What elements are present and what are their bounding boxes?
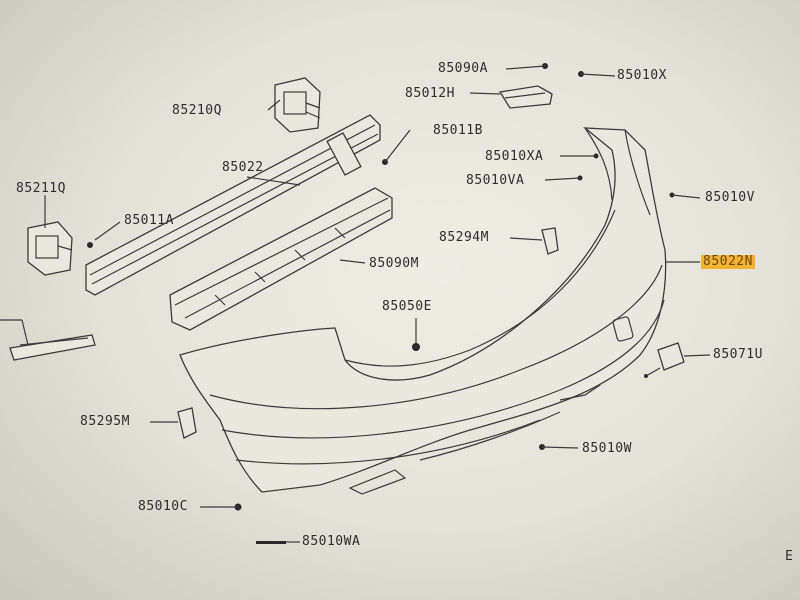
label-85295m[interactable]: 85295M	[80, 414, 130, 429]
label-85010wa[interactable]: 85010WA	[302, 534, 361, 549]
label-85010va[interactable]: 85010VA	[466, 173, 525, 188]
label-85211q[interactable]: 85211Q	[16, 181, 66, 196]
bracket-85210q[interactable]	[274, 77, 321, 133]
energy-absorber[interactable]	[169, 187, 393, 331]
label-85294m[interactable]: 85294M	[439, 230, 489, 245]
label-85090a[interactable]: 85090A	[438, 61, 488, 76]
label-85050e[interactable]: 85050E	[382, 299, 432, 314]
tow-hook-cover[interactable]	[657, 342, 685, 371]
label-85012h[interactable]: 85012H	[405, 86, 455, 101]
bracket-85012h[interactable]	[498, 85, 553, 109]
label-corner-e: E	[785, 549, 794, 564]
rear-bumper-reinforcement[interactable]	[85, 114, 381, 296]
label-85011a[interactable]: 85011A	[124, 213, 174, 228]
label-85011b[interactable]: 85011B	[433, 123, 483, 138]
leader-lines	[0, 65, 711, 543]
label-85010x[interactable]: 85010X	[617, 68, 667, 83]
clip-85294m[interactable]	[541, 227, 559, 255]
label-85010xa[interactable]: 85010XA	[485, 149, 544, 164]
label-85022n-highlighted[interactable]: 85022N	[701, 254, 755, 269]
label-85210q[interactable]: 85210Q	[172, 103, 222, 118]
label-85071u[interactable]: 85071U	[713, 347, 763, 362]
label-85022[interactable]: 85022	[222, 160, 264, 175]
side-bracket-strip[interactable]	[9, 334, 96, 361]
rear-bumper-fascia[interactable]	[179, 127, 667, 495]
clip-85295m[interactable]	[177, 407, 197, 439]
label-85010w[interactable]: 85010W	[582, 441, 632, 456]
bracket-85211q[interactable]	[27, 221, 73, 276]
label-85010c[interactable]: 85010C	[138, 499, 188, 514]
label-85010v[interactable]: 85010V	[705, 190, 755, 205]
label-85090m[interactable]: 85090M	[369, 256, 419, 271]
